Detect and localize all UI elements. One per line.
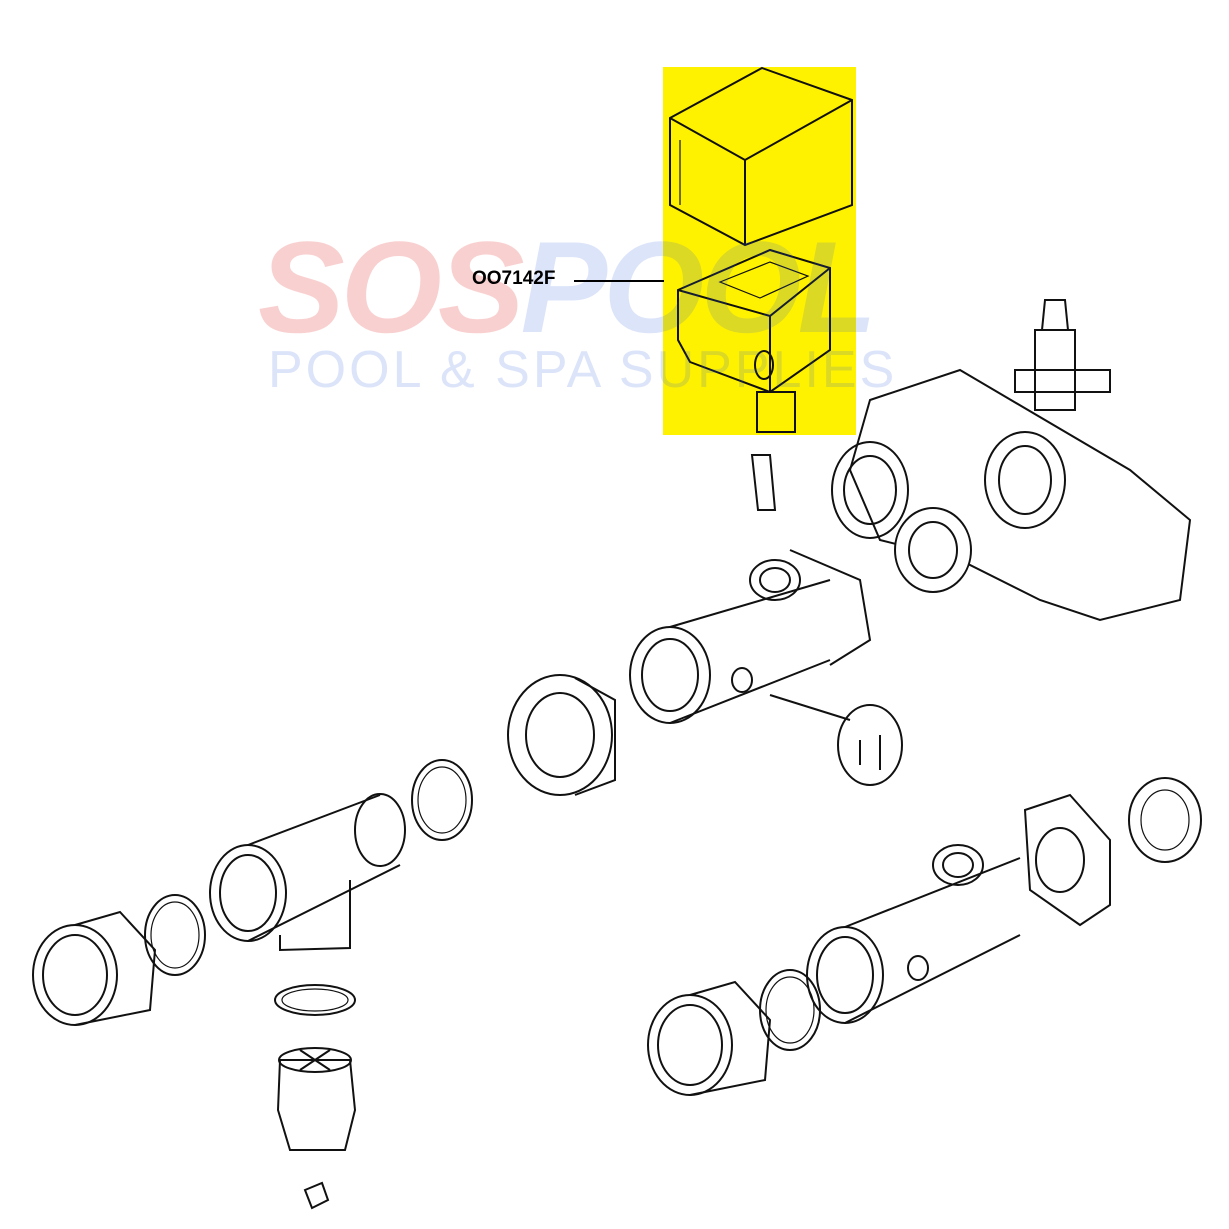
solenoid-cover xyxy=(669,66,853,247)
drain-plug xyxy=(276,1047,357,1151)
gasket-right xyxy=(1128,777,1202,863)
union-nut-lower xyxy=(647,980,772,1096)
sensor-probe xyxy=(769,694,903,786)
watermark-logo: SOSPOOL xyxy=(258,212,877,362)
o-ring-left xyxy=(144,894,206,976)
upper-pipe-assembly xyxy=(629,549,872,724)
watermark-tagline: POOL & SPA SUPPLIES xyxy=(268,341,898,399)
callout-leader-line xyxy=(574,280,664,282)
solenoid-coil xyxy=(677,248,831,433)
wing-nut xyxy=(303,1181,330,1210)
tee-fitting xyxy=(209,793,406,952)
union-nut-upper xyxy=(507,674,616,796)
highlighted-part-area xyxy=(663,67,856,435)
watermark-brand-part2: POOL xyxy=(520,214,877,360)
watermark-brand-part1: SOS xyxy=(258,214,525,360)
lower-pipe-assembly xyxy=(806,844,1021,1024)
union-nut-left xyxy=(32,910,157,1026)
o-ring-upper xyxy=(411,759,473,841)
o-ring-bottom xyxy=(274,984,356,1016)
flange xyxy=(1023,793,1111,927)
gas-valve-body xyxy=(831,299,1192,622)
spring-clip xyxy=(750,454,777,511)
part-number-callout: OO7142F xyxy=(472,268,556,289)
